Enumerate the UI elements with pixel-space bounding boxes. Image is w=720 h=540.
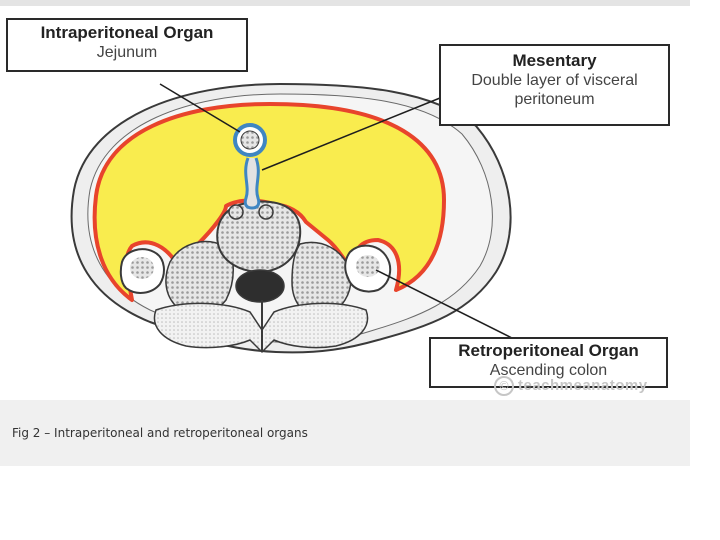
label-intraperitoneal-organ: Intraperitoneal Organ Jejunum — [6, 18, 248, 72]
top-strip — [0, 0, 690, 6]
label-mesentary-title: Mesentary — [512, 51, 597, 70]
copyright-icon: © — [494, 376, 514, 396]
psoas-left — [165, 240, 234, 315]
label-mesentary-line1: Double layer of visceral — [471, 72, 638, 89]
figure-panel: Intraperitoneal Organ Jejunum Mesentary … — [0, 0, 690, 466]
label-mesentary: Mesentary Double layer of visceral perit… — [439, 44, 670, 126]
label-retroperitoneal-title: Retroperitoneal Organ — [458, 341, 639, 360]
pointer-mesentary — [261, 97, 441, 171]
label-retroperitoneal-subtitle: Ascending colon — [489, 362, 608, 379]
watermark-text: teachmeanatomy — [518, 377, 648, 394]
vertebral-canal — [235, 269, 285, 303]
abdomen-cross-section — [70, 82, 513, 354]
label-intraperitoneal-subtitle: Jejunum — [96, 44, 158, 61]
label-retroperitoneal-organ: Retroperitoneal Organ Ascending colon — [429, 337, 668, 388]
label-mesentary-line2: peritoneum — [514, 91, 595, 108]
mesentery — [243, 157, 261, 210]
pointer-intraperitoneal — [159, 83, 241, 133]
back-muscles — [153, 302, 369, 354]
label-intraperitoneal-title: Intraperitoneal Organ — [40, 23, 214, 42]
figure-caption: Fig 2 – Intraperitoneal and retroperiton… — [12, 426, 308, 440]
pointer-retroperitoneal — [375, 269, 513, 339]
